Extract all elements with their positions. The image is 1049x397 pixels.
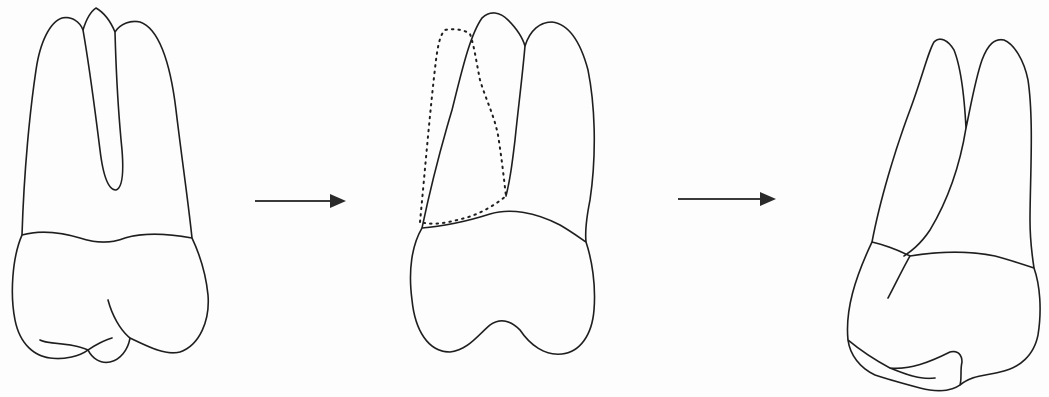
crown-groove (108, 300, 130, 338)
cemento-enamel-junction (872, 242, 1034, 268)
tooth-oblique-view (847, 39, 1040, 391)
crown-cusp-line (890, 368, 935, 378)
arrow-right-icon (255, 194, 346, 208)
cemento-enamel-junction (422, 211, 586, 242)
tooth-outline-icon (847, 39, 1040, 391)
tooth-buccal-view (12, 8, 208, 362)
tooth-outline-icon (410, 13, 594, 354)
cemento-enamel-junction (22, 232, 192, 242)
arrow-right-icon (678, 192, 776, 206)
root-furcation (506, 46, 525, 196)
crown-groove (888, 256, 910, 298)
root-furcation (83, 30, 123, 190)
root-furcation (904, 128, 966, 256)
tooth-rotated-view-with-dotted-root (410, 13, 594, 354)
crown-cusp-line (848, 340, 962, 385)
crown-cusp-line (40, 340, 88, 350)
crown-cusp-line (88, 338, 112, 350)
hidden-root-dotted-outline (420, 29, 506, 223)
